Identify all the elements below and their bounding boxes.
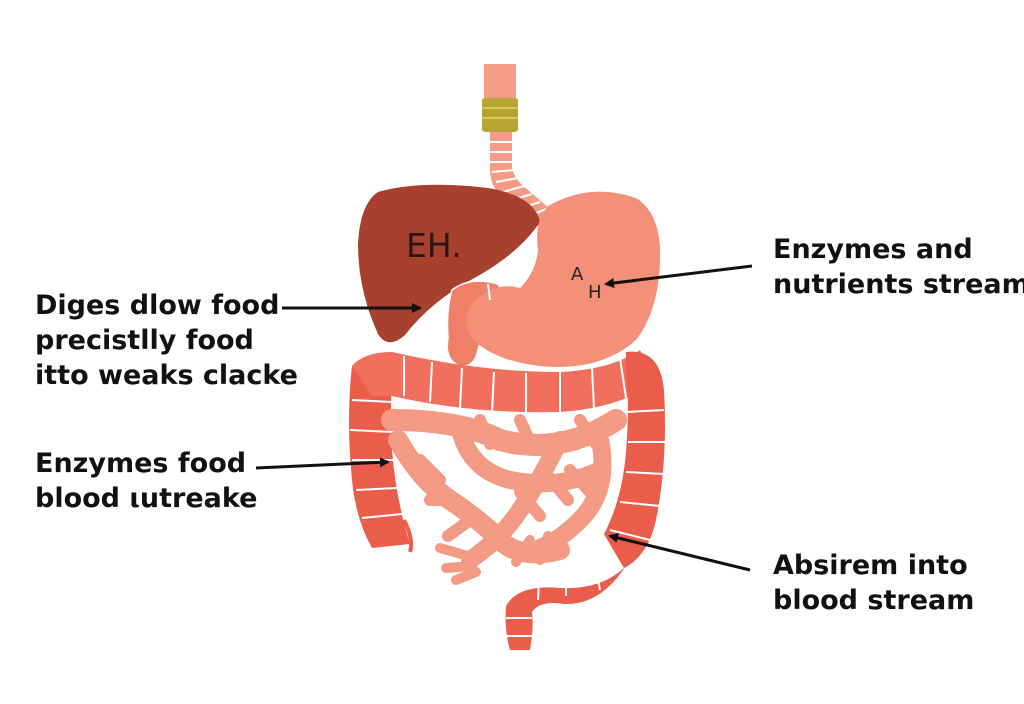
descending-colon (604, 351, 665, 568)
liver-label: EH. (406, 226, 462, 265)
stomach-callout-arrow (604, 264, 753, 288)
callout-line: Enzymes and (773, 234, 973, 265)
small-intestine-callout-arrow (255, 457, 390, 470)
callout-line: precistlly food (35, 325, 254, 356)
small-intestine (381, 409, 627, 585)
ascending-colon (349, 366, 410, 548)
callout-line: Enzymes food (35, 448, 247, 479)
colon-callout-label: Absirem into blood stream (773, 548, 974, 618)
stomach-label-a: A (571, 264, 584, 285)
esophagus-top (484, 64, 516, 100)
appendix (402, 519, 414, 553)
callout-line: blood ιutreake (35, 483, 258, 514)
stomach-label-h: H (588, 282, 602, 303)
stomach-callout-label: Enzymes and nutrients stream (773, 232, 1024, 302)
callout-line: blood stream (773, 585, 975, 616)
callout-line: Diges dlow food (35, 290, 280, 321)
large-intestine (349, 350, 666, 650)
esophagus-tube (490, 132, 556, 228)
colon-callout-arrow (608, 533, 751, 572)
callout-line: Absirem into (773, 550, 968, 581)
stomach (466, 191, 661, 367)
small-intestine-callout-label: Enzymes food blood ιutreake (35, 446, 257, 516)
liver-callout-label: Diges dlow food precistlly food itto wea… (35, 288, 298, 393)
callout-line: itto weaks clacke (35, 360, 298, 391)
esophagus (482, 64, 556, 228)
callout-line: nutrients stream (773, 269, 1024, 300)
esophagus-band (482, 98, 518, 132)
sigmoid-colon (505, 534, 640, 650)
transverse-colon (352, 350, 656, 413)
liver (358, 184, 540, 343)
